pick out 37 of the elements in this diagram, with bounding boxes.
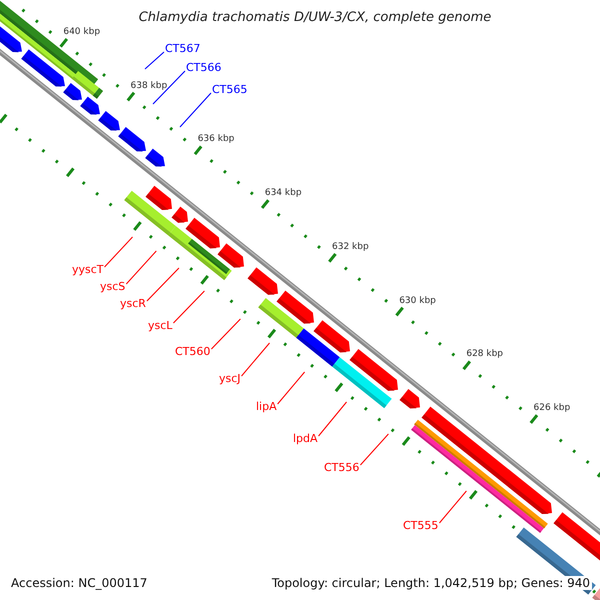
scale-label: 634 kbp (264, 189, 302, 198)
leader-line (318, 402, 348, 436)
scale-label: 640 kbp (63, 28, 100, 37)
gene-label: CT560 (175, 346, 210, 357)
scale-label: 632 kbp (332, 242, 369, 252)
gene-label: CT565 (212, 84, 248, 95)
leader-line (241, 342, 270, 376)
scale-label: 636 kbp (198, 135, 234, 144)
diagram-title: Chlamydia trachomatis D/UW-3/CX, complete genome (138, 10, 492, 25)
leader-line (126, 250, 157, 284)
scale-label: 630 kbp (399, 296, 436, 306)
leader-line (210, 318, 241, 350)
gene-label: lpdA (293, 433, 318, 444)
leader-line (438, 490, 467, 524)
leader-line (144, 52, 164, 70)
scale-label: 628 kbp (466, 350, 504, 360)
leader-line (152, 70, 186, 104)
gene-label: lipA (256, 401, 277, 412)
leader-line (146, 268, 180, 302)
accession-text: Accession: NC_000117 (9, 576, 150, 590)
scale-label: 638 kbp (130, 82, 168, 91)
gene-label: yscR (120, 298, 146, 309)
gene-label: yscL (148, 320, 172, 331)
leader-line (172, 290, 205, 324)
leader-line (104, 236, 134, 268)
gene-label: CT556 (324, 462, 360, 473)
gene-label: CT555 (403, 520, 438, 531)
leader-line (180, 92, 212, 128)
gene-label: CT567 (165, 43, 200, 54)
leader-line (360, 434, 389, 466)
genome-summary-text: Topology: circular; Length: 1,042,519 bp; Genes: 940 (270, 576, 592, 590)
gene-label: CT566 (186, 62, 222, 73)
scale-label: 626 kbp (534, 404, 570, 414)
gene-label: yscJ (219, 373, 241, 384)
leader-line (277, 372, 306, 404)
gene-label: yyscT (72, 264, 104, 275)
gene-label: yscS (100, 281, 126, 292)
